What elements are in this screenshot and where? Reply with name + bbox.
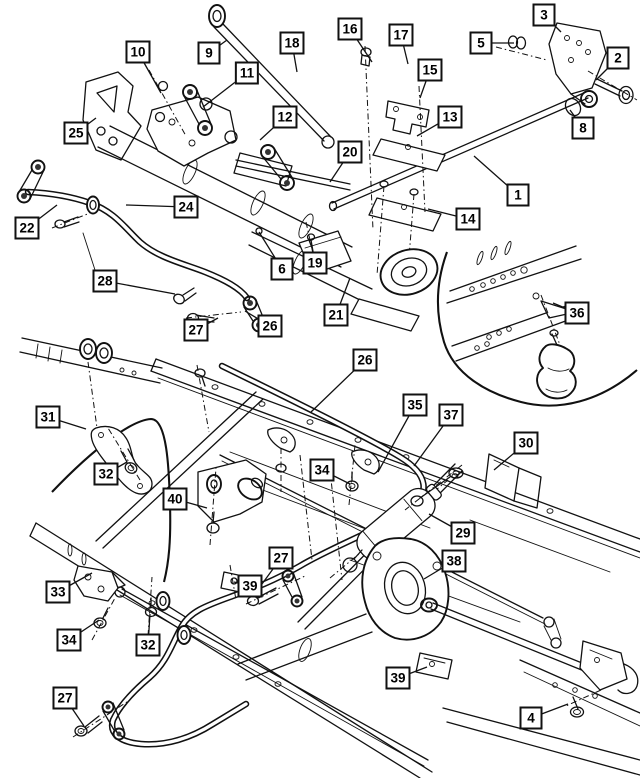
callout-24[interactable]: 24 (173, 195, 199, 219)
axle-assembly (82, 71, 353, 268)
callout-10[interactable]: 10 (125, 40, 151, 64)
stabilizer-bar-upper (16, 159, 267, 333)
callout-4[interactable]: 4 (519, 706, 543, 730)
callout-26[interactable]: 26 (257, 314, 283, 338)
callout-14[interactable]: 14 (455, 207, 481, 231)
stabilizer-link-22 (16, 159, 91, 229)
callout-32-2[interactable]: 32 (135, 633, 161, 657)
callout-38[interactable]: 38 (441, 549, 467, 573)
track-bar-lower (420, 597, 639, 718)
callout-40[interactable]: 40 (162, 487, 188, 511)
link-bolt-27-bottom (72, 699, 131, 741)
bolt-34-lower (91, 597, 116, 641)
callout-35[interactable]: 35 (402, 393, 428, 417)
callout-26-2[interactable]: 26 (352, 348, 378, 372)
mount-cluster-40 (197, 459, 267, 546)
shackle-bracket (548, 22, 607, 95)
callout-13[interactable]: 13 (437, 105, 463, 129)
spring-bolt-16 (360, 45, 426, 231)
washer-bolt-37 (404, 464, 464, 511)
detail-circle-left (19, 337, 172, 583)
callout-12[interactable]: 12 (272, 105, 298, 129)
callout-1[interactable]: 1 (506, 183, 530, 207)
callout-34[interactable]: 34 (309, 458, 335, 482)
spring-hangers-lower (194, 364, 380, 581)
jounce-bumper (536, 329, 577, 400)
bolt-4 (565, 689, 602, 718)
shackle-nut (495, 35, 548, 61)
callout-37[interactable]: 37 (438, 403, 464, 427)
callout-9[interactable]: 9 (197, 41, 221, 65)
callout-25[interactable]: 25 (63, 121, 89, 145)
track-bar-upper (208, 4, 335, 149)
callout-28[interactable]: 28 (92, 269, 118, 293)
callout-27[interactable]: 27 (183, 318, 209, 342)
callout-11[interactable]: 11 (234, 61, 260, 85)
bracket-31 (90, 425, 153, 495)
callout-21[interactable]: 21 (323, 303, 349, 327)
link-bolt-27-mid (245, 569, 306, 608)
bolt-32-lower (144, 576, 158, 637)
spring-plates (368, 100, 446, 232)
stabilizer-bar-lower (108, 362, 427, 748)
callout-39[interactable]: 39 (237, 574, 263, 598)
callout-19[interactable]: 19 (302, 251, 328, 275)
callout-27-2[interactable]: 27 (268, 546, 294, 570)
callout-22[interactable]: 22 (14, 216, 40, 240)
knuckle-38 (237, 537, 450, 681)
callout-30[interactable]: 30 (513, 431, 539, 455)
callout-32[interactable]: 32 (93, 462, 119, 486)
shackle-bolt (587, 70, 638, 105)
callout-2[interactable]: 2 (606, 46, 630, 70)
callout-15[interactable]: 15 (417, 58, 443, 82)
callout-34-2[interactable]: 34 (56, 628, 82, 652)
detail-circle-right (436, 240, 638, 407)
callout-17[interactable]: 17 (388, 23, 414, 47)
callout-8[interactable]: 8 (571, 116, 595, 140)
bolt-32-inset (107, 427, 141, 481)
callout-36[interactable]: 36 (564, 301, 590, 325)
leaf-spring (328, 22, 638, 232)
brake-drum (379, 248, 439, 296)
callout-20[interactable]: 20 (337, 140, 363, 164)
callout-29[interactable]: 29 (450, 521, 476, 545)
front-hanger-33 (73, 565, 158, 641)
stabilizer-bolt-28 (82, 232, 197, 305)
callout-39-2[interactable]: 39 (385, 666, 411, 690)
callout-16[interactable]: 16 (337, 17, 363, 41)
stabilizer-clamp-bushings (79, 338, 113, 364)
callout-6[interactable]: 6 (270, 257, 294, 281)
callout-27-3[interactable]: 27 (52, 686, 78, 710)
callout-33[interactable]: 33 (45, 580, 71, 604)
callout-3[interactable]: 3 (532, 3, 556, 27)
callout-5[interactable]: 5 (469, 31, 493, 55)
callout-18[interactable]: 18 (279, 31, 305, 55)
callout-31[interactable]: 31 (35, 405, 61, 429)
